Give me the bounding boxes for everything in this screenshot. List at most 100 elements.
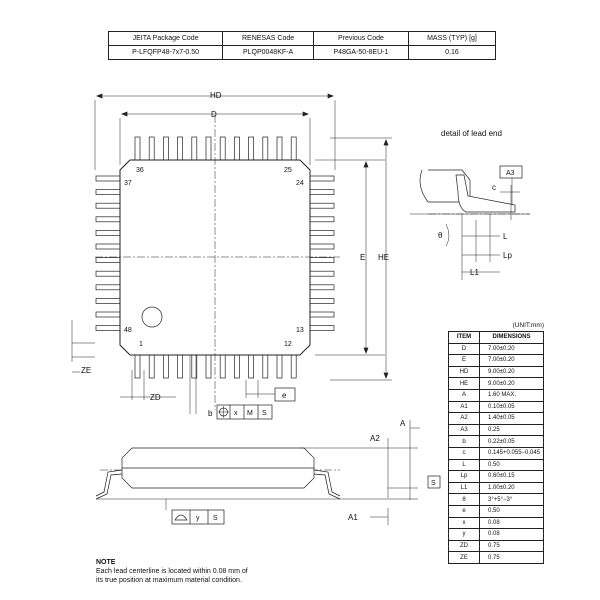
tol-m-label: M [247, 410, 253, 417]
detail-l1-label: L1 [470, 268, 479, 277]
dimension-item: c [448, 446, 480, 460]
lead [134, 353, 141, 379]
dimension-value: 0.50 [479, 504, 544, 518]
lead [148, 136, 155, 162]
dimensions-header-row: ITEM DIMENSIONS [448, 331, 544, 344]
detail-c-label: c [492, 183, 496, 192]
lead [290, 136, 297, 162]
lead [248, 353, 254, 379]
lead [308, 175, 335, 182]
dimension-value: 0.10±0.05 [479, 400, 544, 414]
flatness-tolerance-frame [171, 509, 225, 525]
note-block: NOTE Each lead centerline is located wit… [96, 558, 248, 585]
dimensions-header-value: DIMENSIONS [479, 331, 544, 344]
dim-e-label: E [360, 253, 365, 262]
position-tolerance-frame [216, 404, 273, 420]
tol-e-label: e [282, 391, 287, 400]
dim-zd-label: ZD [150, 393, 161, 402]
dimension-item: y [448, 528, 480, 541]
dimension-item: x [448, 516, 480, 530]
detail-l-label: L [503, 232, 508, 241]
detail-lead [455, 174, 516, 213]
lead [308, 230, 335, 236]
dimension-value: 3°+5°−3° [479, 493, 544, 506]
lead [134, 136, 141, 162]
pin-36-label: 36 [136, 167, 144, 174]
value-previous: P48GA-50-8EU-1 [312, 45, 409, 60]
lead [95, 189, 122, 195]
lead [248, 136, 254, 162]
lead [148, 353, 155, 379]
lead [308, 298, 335, 304]
dimension-value: 0.08 [479, 516, 544, 530]
dimension-value: 0.08 [479, 528, 544, 541]
dimensions-header-item: ITEM [448, 331, 480, 344]
dimension-item: θ [448, 493, 480, 506]
dimension-item: L1 [448, 481, 480, 495]
value-jeita: P-LFQFP48-7x7-0.50 [107, 45, 224, 60]
dimension-item: ZE [448, 551, 480, 564]
dim-d-label: D [211, 110, 217, 119]
dimension-item: A [448, 388, 480, 402]
pin-24-label: 24 [296, 180, 304, 187]
flatness-s-label: S [213, 515, 218, 522]
lead [234, 353, 240, 379]
dimension-value: 0.50 [479, 458, 544, 472]
lead [177, 136, 183, 162]
lead [219, 136, 226, 162]
leads-top [134, 136, 297, 162]
value-renesas: PLQP0048KF-A [222, 45, 314, 60]
package-code-value-row: P-LFQFP48-7x7-0.50 PLQP0048KF-A P48GA-50… [107, 45, 497, 60]
pin-13-label: 13 [296, 327, 304, 334]
seating-plane-frame [427, 475, 441, 489]
lead [234, 136, 240, 162]
dimensions-unit: (UNIT:mm) [512, 322, 544, 329]
tol-x-label: x [234, 410, 238, 417]
note-line-1: Each lead centerline is located within 0… [96, 568, 248, 575]
lead [191, 136, 198, 162]
lead [276, 136, 283, 162]
dimension-item: D [448, 342, 480, 356]
detail-theta-arc [445, 223, 450, 247]
pin1-index-mark [141, 306, 163, 328]
lead [308, 325, 335, 331]
dimension-value: 1.00±0.20 [479, 481, 544, 495]
package-code-header-row: JEITA Package Code RENESAS Code Previous… [107, 31, 497, 46]
dimension-value: 0.145+0.055−0.045 [479, 446, 544, 460]
value-mass: 0.16 [407, 45, 497, 60]
dimension-item: e [448, 504, 480, 518]
lead [163, 353, 169, 379]
pitch-basic-frame [274, 387, 296, 402]
lead [219, 353, 226, 379]
detail-lp-label: Lp [503, 251, 512, 260]
lead [308, 243, 335, 250]
lead [308, 311, 335, 318]
lead [262, 353, 269, 379]
pin-37-label: 37 [124, 180, 132, 187]
dimension-item: A1 [448, 400, 480, 414]
lead [163, 136, 169, 162]
note-title: NOTE [96, 559, 116, 566]
leads-right [308, 175, 335, 331]
pin-1-label: 1 [139, 341, 143, 348]
lead [308, 257, 335, 263]
side-a-label: A [400, 419, 406, 428]
lead [95, 216, 122, 223]
dim-ze-label: ZE [81, 366, 91, 375]
dimension-item: E [448, 354, 480, 367]
lead [95, 284, 122, 291]
dimension-value: 0.22±0.05 [479, 435, 544, 448]
lead [95, 311, 122, 318]
